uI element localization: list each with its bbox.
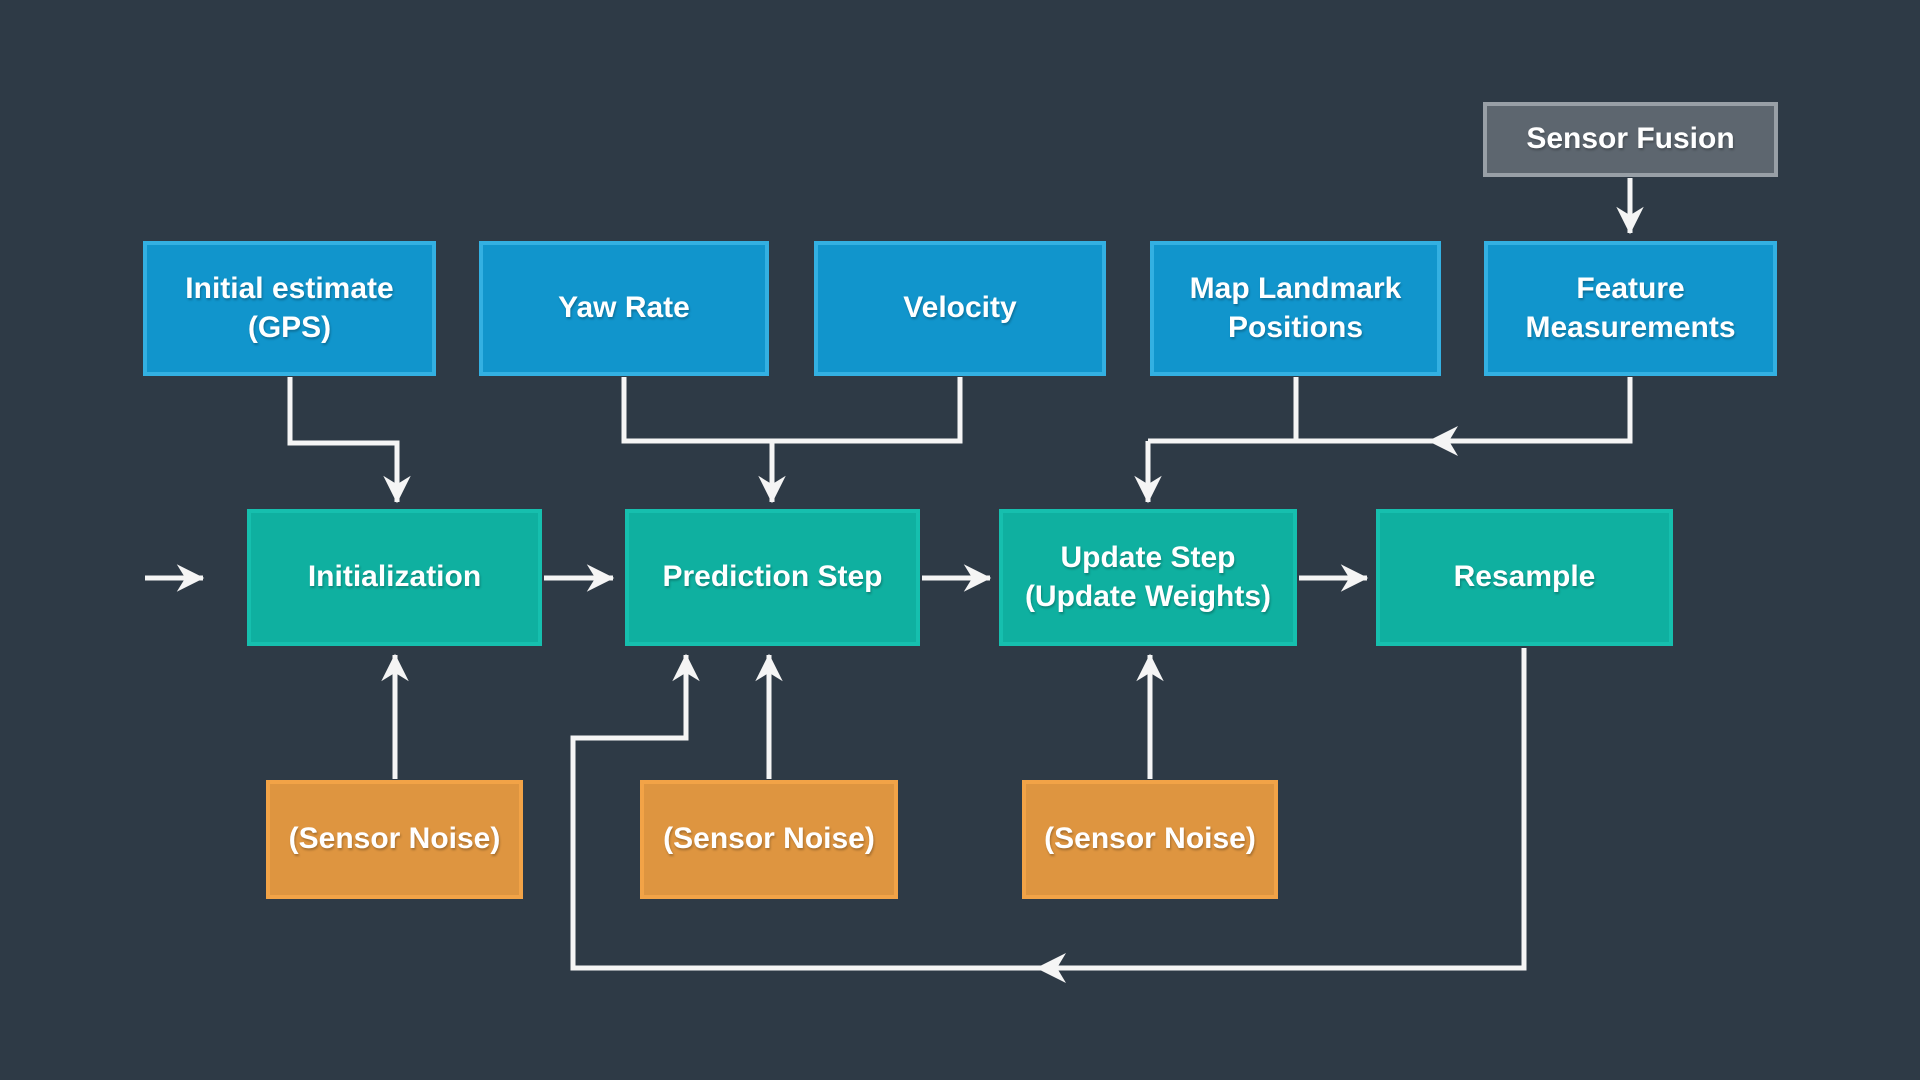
node-map-landmarks-label: Map Landmark Positions bbox=[1189, 272, 1402, 344]
arrow-resample-feedback-to-prediction bbox=[570, 648, 1527, 971]
node-sensor-noise-prediction: (Sensor Noise) bbox=[640, 780, 898, 899]
node-initialization: Initialization bbox=[247, 509, 542, 646]
node-sensor-fusion-label: Sensor Fusion bbox=[1526, 122, 1735, 156]
node-sensor-noise-initialization: (Sensor Noise) bbox=[266, 780, 523, 899]
node-update-step-label: Update Step (Update Weights) bbox=[1024, 541, 1272, 613]
node-map-landmarks: Map Landmark Positions bbox=[1150, 241, 1441, 376]
node-sensor-noise-initialization-label: (Sensor Noise) bbox=[288, 822, 501, 856]
arrowhead-feedback-left bbox=[1036, 953, 1066, 983]
node-resample: Resample bbox=[1376, 509, 1673, 646]
node-prediction-step-label: Prediction Step bbox=[662, 560, 883, 594]
node-sensor-noise-update-label: (Sensor Noise) bbox=[1044, 822, 1256, 856]
node-initialization-label: Initialization bbox=[307, 560, 482, 594]
node-yaw-rate: Yaw Rate bbox=[479, 241, 769, 376]
node-feature-measurements-label: Feature Measurements bbox=[1525, 272, 1736, 344]
node-yaw-rate-label: Yaw Rate bbox=[558, 291, 690, 325]
connector-yawrate-velocity bbox=[621, 377, 963, 444]
node-velocity-label: Velocity bbox=[903, 291, 1017, 325]
arrowhead-feature-left bbox=[1428, 426, 1458, 456]
node-velocity: Velocity bbox=[814, 241, 1106, 376]
arrow-initialestimate-to-initialization bbox=[287, 377, 411, 504]
node-initial-estimate: Initial estimate (GPS) bbox=[143, 241, 436, 376]
node-update-step: Update Step (Update Weights) bbox=[999, 509, 1297, 646]
connector-feature-to-update-horizontal bbox=[1148, 377, 1633, 444]
node-feature-measurements: Feature Measurements bbox=[1484, 241, 1777, 376]
node-initial-estimate-label: Initial estimate (GPS) bbox=[185, 272, 394, 344]
node-resample-label: Resample bbox=[1453, 560, 1596, 594]
node-prediction-step: Prediction Step bbox=[625, 509, 920, 646]
node-sensor-fusion: Sensor Fusion bbox=[1483, 102, 1778, 177]
node-sensor-noise-prediction-label: (Sensor Noise) bbox=[663, 822, 875, 856]
node-sensor-noise-update: (Sensor Noise) bbox=[1022, 780, 1278, 899]
